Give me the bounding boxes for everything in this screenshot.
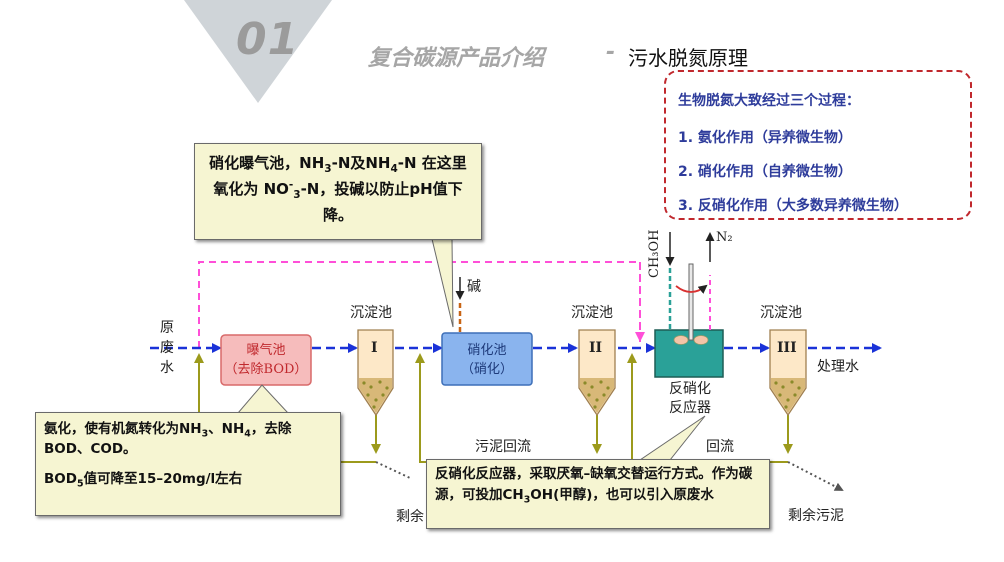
methanol-label: CH₃OH (647, 229, 662, 279)
nitrification-tank-note: （硝化） (460, 362, 513, 377)
stages-heading: 生物脱氮大致经过三个过程： (678, 93, 860, 109)
settler-numeral-I: I (371, 340, 378, 356)
sludge-dots (362, 380, 801, 409)
excess-sludge-label: 剩余污泥 (788, 508, 844, 524)
settler-label-III: 沉淀池 (760, 305, 802, 321)
header-decoration (184, 0, 332, 103)
stage-item-denitrification: 3. 反硝化作用（大多数异养微生物） (678, 198, 908, 214)
denit-reactor-label-1: 反硝化 (669, 381, 711, 397)
settler-II (578, 329, 616, 417)
settler-I (357, 329, 394, 417)
settler-numeral-II: II (589, 340, 603, 356)
slide-number: 01 (236, 14, 300, 65)
nitrification-tank-label: 硝化池 （硝化） (442, 341, 532, 379)
nitrification-callout: 硝化曝气池，NH3-N及NH4-N 在这里氧化为 NO-3-N，投碱以防止pH值… (194, 143, 482, 240)
settler-label-II: 沉淀池 (571, 305, 613, 321)
mixer-blade-left (673, 335, 689, 345)
slide-title: 复合碳源产品介绍 (368, 46, 545, 71)
n2-label: N₂ (716, 230, 733, 245)
treated-water-label: 处理水 (817, 359, 859, 375)
raw-water-label: 原废水 (160, 320, 174, 376)
nitrification-callout-text: 硝化曝气池，NH3-N及NH4-N 在这里氧化为 NO-3-N，投碱以防止pH值… (209, 154, 467, 224)
ammonification-callout-line2: BOD5值可降至15–20mg/l左右 (44, 471, 243, 490)
nitrify-callout-pointer (431, 238, 454, 328)
excess-sludge-arrow-I (375, 461, 411, 479)
sludge-return-label: 污泥回流 (475, 439, 531, 455)
settler-III (769, 329, 807, 417)
ammon-callout-pointer (236, 384, 290, 414)
nitrogen-removal-stages-box: 生物脱氮大致经过三个过程： 1. 氨化作用（异养微生物） 2. 硝化作用（自养微… (664, 70, 972, 220)
aeration-tank-name: 曝气池 (246, 343, 286, 358)
alkali-label: 碱 (467, 279, 481, 295)
mixer-shaft (688, 263, 694, 341)
slide-subtitle: 污水脱氮原理 (628, 46, 748, 70)
ammonification-callout: 氨化，使有机氮转化为NH3、NH4，去除BOD、COD。 BOD5值可降至15–… (35, 412, 341, 516)
denit-callout-pointer (638, 415, 706, 461)
mixer-rotation-arrow (675, 284, 708, 294)
excess-sludge-arrow-III (787, 461, 844, 491)
nitrification-tank (441, 332, 533, 386)
excess-sludge-label-left: 剩余 (396, 509, 424, 525)
title-separator: - (606, 40, 616, 65)
aeration-tank (220, 334, 312, 386)
denitrification-callout-text: 反硝化反应器，采取厌氧–缺氧交替运行方式。作为碳源，可投加CH3OH(甲醇)，也… (435, 466, 753, 506)
aeration-tank-label: 曝气池 （去除BOD） (221, 341, 311, 379)
aeration-tank-note: （去除BOD） (224, 362, 308, 377)
settler-label-I: 沉淀池 (350, 305, 392, 321)
denit-reactor-label-2: 反应器 (669, 400, 711, 416)
denitrification-reactor (654, 329, 724, 378)
ammonification-callout-line1: 氨化，使有机氮转化为NH3、NH4，去除BOD、COD。 (44, 421, 292, 457)
denitrification-callout: 反硝化反应器，采取厌氧–缺氧交替运行方式。作为碳源，可投加CH3OH(甲醇)，也… (426, 459, 770, 529)
stage-item-nitrification: 2. 硝化作用（自养微生物） (678, 164, 852, 180)
sludge-return-label-right: 回流 (706, 439, 734, 455)
denit-reactor-label: 反硝化 反应器 (650, 380, 730, 418)
mixer-blade-right (693, 335, 709, 345)
settler-numeral-III: III (777, 340, 797, 356)
header-triangle (184, 0, 332, 103)
nitrification-tank-name: 硝化池 (467, 343, 507, 358)
stage-item-ammonification: 1. 氨化作用（异养微生物） (678, 130, 852, 146)
